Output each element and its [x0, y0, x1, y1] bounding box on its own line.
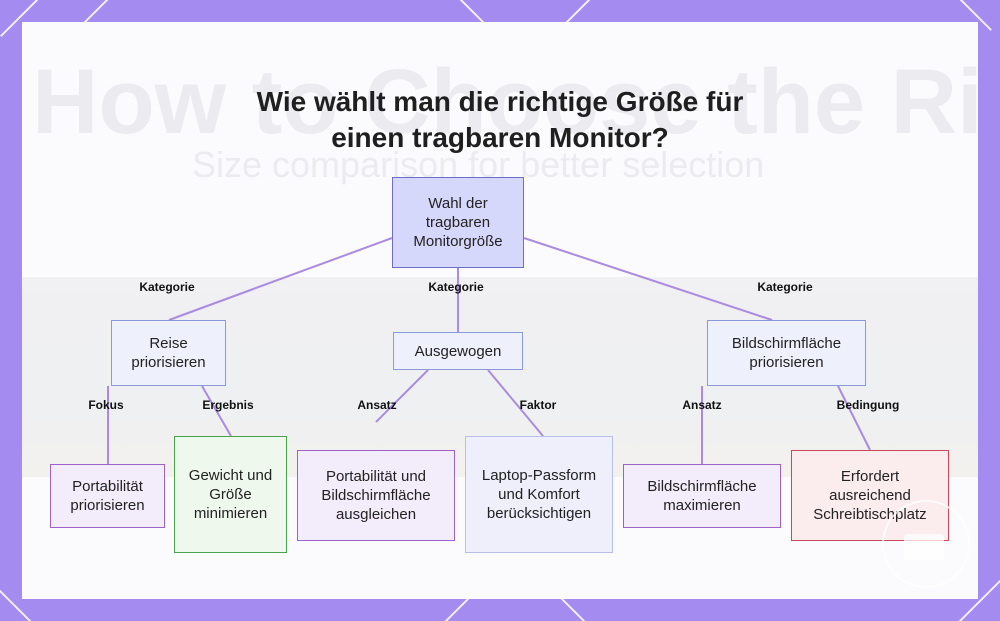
edge-label-kategorie-right: Kategorie: [757, 280, 813, 294]
node-ausgleichen: Portabilität und Bildschirmfläche ausgle…: [297, 450, 455, 541]
edge-label-kategorie-left: Kategorie: [139, 280, 195, 294]
node-laptop: Laptop-Passform und Komfort berücksichti…: [465, 436, 613, 553]
infographic-card: How to Choose the Right Size Size compar…: [22, 22, 978, 599]
title-line-1: Wie wählt man die richtige Größe für: [256, 86, 744, 117]
title-line-2: einen tragbaren Monitor?: [331, 122, 669, 153]
edge-label-ansatz-mid: Ansatz: [357, 398, 397, 412]
edge-label-ergebnis: Ergebnis: [202, 398, 254, 412]
edge-label-fokus: Fokus: [88, 398, 124, 412]
edge-label-kategorie-mid: Kategorie: [428, 280, 484, 294]
watermark-logo-shape: [904, 534, 944, 560]
edge-label-ansatz-right: Ansatz: [682, 398, 722, 412]
node-portabilitaet: Portabilität priorisieren: [50, 464, 165, 528]
page-title: Wie wählt man die richtige Größe für ein…: [22, 84, 978, 156]
edge-ausgewogen-laptop: [487, 369, 544, 437]
watermark-logo: [882, 500, 970, 588]
edge-root-reise: [168, 237, 393, 321]
edge-ausgewogen-ausgleichen: [375, 369, 429, 423]
background-title: How to Choose the Right Size: [32, 51, 978, 153]
edge-label-faktor: Faktor: [519, 398, 557, 412]
node-ausgewogen: Ausgewogen: [393, 332, 523, 370]
edge-label-bedingung: Bedingung: [836, 398, 900, 412]
node-reise: Reise priorisieren: [111, 320, 226, 386]
node-bildschirm: Bildschirmfläche priorisieren: [707, 320, 866, 386]
node-gewicht: Gewicht und Größe minimieren: [174, 436, 287, 553]
edge-bildschirm-erfordert: [837, 385, 871, 451]
edge-reise-gewicht: [201, 385, 232, 437]
node-maximieren: Bildschirmfläche maximieren: [623, 464, 781, 528]
diagram-edges: [107, 237, 871, 464]
node-root: Wahl der tragbaren Monitorgröße: [392, 177, 524, 268]
edge-root-bildschirm: [523, 237, 773, 321]
